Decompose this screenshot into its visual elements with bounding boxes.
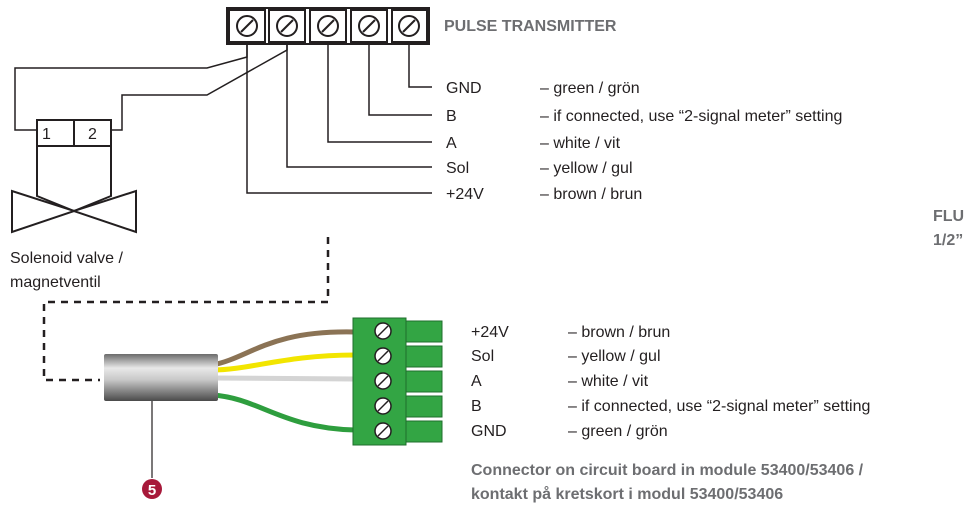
connector-terminal-24v: +24V (471, 324, 509, 341)
connector-terminal-gnd: GND (471, 423, 507, 440)
connector-screw (374, 347, 392, 365)
terminal-label-24v: +24V (446, 186, 484, 203)
side-text-line2: 1/2” (933, 232, 963, 249)
wire-desc-gnd: – green / grön (540, 80, 640, 97)
wire-desc-sol: – yellow / gul (540, 160, 633, 177)
wire-green (211, 392, 356, 433)
connector-terminal-a: A (471, 373, 482, 390)
side-text-line1: FLU (933, 208, 964, 225)
transmitter-title: PULSE TRANSMITTER (444, 18, 617, 35)
connector-desc-a: – white / vit (568, 373, 649, 390)
wire-desc-b: – if connected, use “2-signal meter” set… (540, 108, 842, 125)
marker-badge (142, 479, 162, 499)
green-connector (352, 317, 443, 446)
connector-terminal-b: B (471, 398, 482, 415)
transmitter-wires (246, 44, 432, 194)
wire-desc-24v: – brown / brun (540, 186, 642, 203)
terminal-screw (309, 9, 347, 43)
wire-white (211, 375, 356, 382)
marker-number: 5 (148, 482, 156, 499)
wire-brown (211, 329, 356, 368)
valve-pin-2: 2 (88, 126, 97, 143)
wire-yellow (211, 352, 356, 373)
connector-desc-gnd: – green / grön (568, 423, 668, 440)
connector-screw (374, 322, 392, 340)
connector-caption-line2: kontakt på kretskort i modul 53400/53406 (471, 485, 783, 503)
connector-screw (374, 372, 392, 390)
connector-caption-line1: Connector on circuit board in module 534… (471, 462, 864, 479)
cable-sheath (104, 354, 218, 401)
terminal-screw (350, 9, 388, 43)
connector-screw (374, 397, 392, 415)
connector-wire-labels: +24V – brown / brun Sol – yellow / gul A… (471, 324, 870, 440)
terminal-screw (391, 9, 428, 43)
connector-desc-b: – if connected, use “2-signal meter” set… (568, 398, 870, 415)
valve-label-line1: Solenoid valve / (10, 250, 124, 267)
terminal-label-a: A (446, 135, 457, 152)
terminal-label-sol: Sol (446, 160, 469, 177)
terminal-screw (268, 9, 306, 43)
dashed-connection (42, 237, 330, 382)
valve-body-icon (11, 189, 137, 234)
connector-desc-24v: – brown / brun (568, 324, 670, 341)
terminal-block (226, 7, 430, 45)
transmitter-wire-labels: GND – green / grön B – if connected, use… (446, 80, 842, 203)
connector-desc-sol: – yellow / gul (568, 348, 661, 365)
terminal-label-b: B (446, 108, 457, 125)
valve-pin-1: 1 (42, 126, 51, 143)
cable-wires (211, 329, 356, 433)
wire-desc-a: – white / vit (540, 135, 621, 152)
terminal-label-gnd: GND (446, 80, 482, 97)
connector-screw (374, 422, 392, 440)
connector-terminal-sol: Sol (471, 348, 494, 365)
solenoid-valve: 1 2 Solenoid valve / magnetventil (10, 44, 288, 291)
valve-label-line2: magnetventil (10, 274, 101, 291)
terminal-screw (228, 9, 266, 43)
